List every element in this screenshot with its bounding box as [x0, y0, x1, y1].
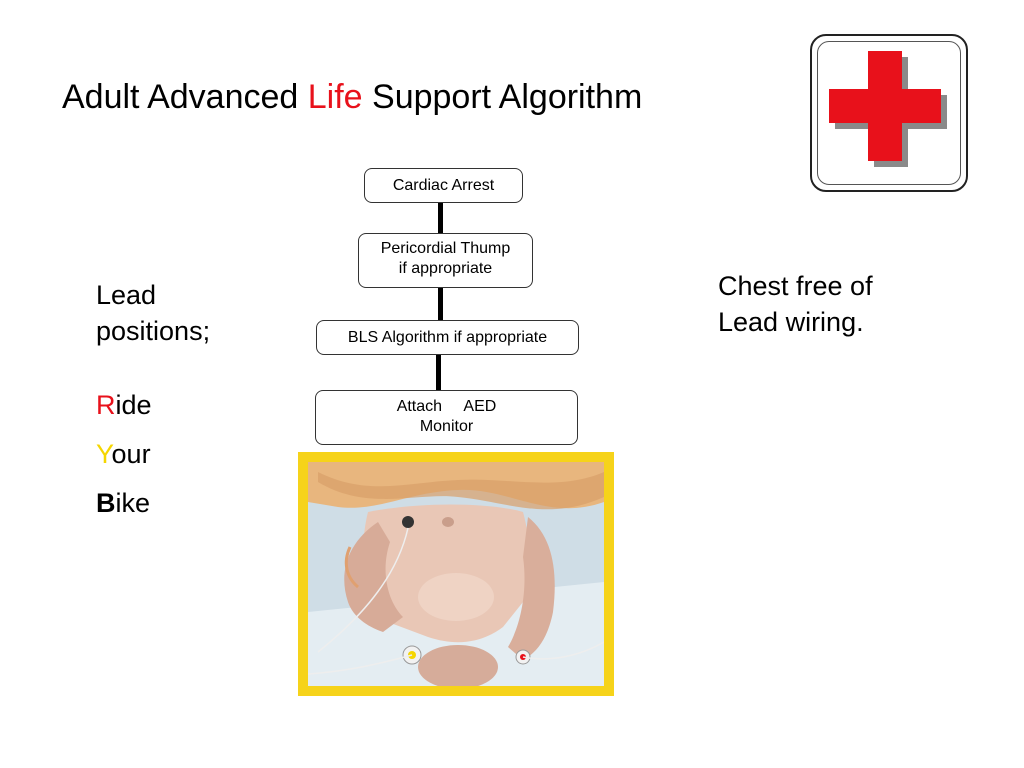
flow-box-pericordial-thump: Pericordial Thump if appropriate	[358, 233, 533, 288]
mnemonic-letter-r: R	[96, 390, 116, 420]
badge-inner-border	[817, 41, 961, 185]
lead-positions-list: Lead positions; Ride Your Bike	[96, 277, 210, 534]
flow-box-4-line2: Monitor	[419, 418, 474, 435]
flow-box-2-line1: Pericordial Thump	[380, 240, 511, 257]
flow-box-attach-aed: Attach AED Monitor	[315, 390, 578, 445]
flow-box-2-line2: if appropriate	[398, 260, 493, 277]
red-cross-icon	[829, 51, 947, 167]
mnemonic-bike: Bike	[96, 485, 210, 521]
mnemonic-your: Your	[96, 436, 210, 472]
lead-label-line1: Lead	[96, 280, 157, 310]
flow-box-4-line1: Attach AED	[396, 398, 497, 415]
manikin-photo-frame	[298, 452, 614, 696]
title-part-1: Adult Advanced	[62, 78, 308, 116]
chest-note: Chest free of Lead wiring.	[718, 271, 873, 337]
manikin-photo	[308, 462, 604, 686]
mnemonic-rest-your: our	[111, 439, 151, 469]
slide-title: Adult Advanced Life Support Algorithm	[62, 78, 642, 117]
flow-connector-3	[436, 355, 441, 390]
title-part-2: Support Algorithm	[362, 78, 643, 116]
mnemonic-letter-y: Y	[96, 439, 112, 469]
flow-box-bls-algorithm: BLS Algorithm if appropriate	[316, 320, 579, 355]
mnemonic-letter-b: B	[96, 488, 116, 518]
manikin-illustration	[308, 462, 604, 686]
lead-label-line2: positions;	[96, 316, 211, 346]
mnemonic-rest-bike: ike	[115, 488, 151, 518]
flow-box-cardiac-arrest: Cardiac Arrest	[364, 168, 523, 203]
flow-connector-1	[438, 203, 443, 233]
mnemonic-ride: Ride	[96, 387, 210, 423]
flow-connector-2	[438, 288, 443, 320]
mnemonic-rest-ride: ide	[115, 390, 152, 420]
red-cross-badge	[810, 34, 968, 192]
title-accent-word: Life	[307, 78, 363, 116]
